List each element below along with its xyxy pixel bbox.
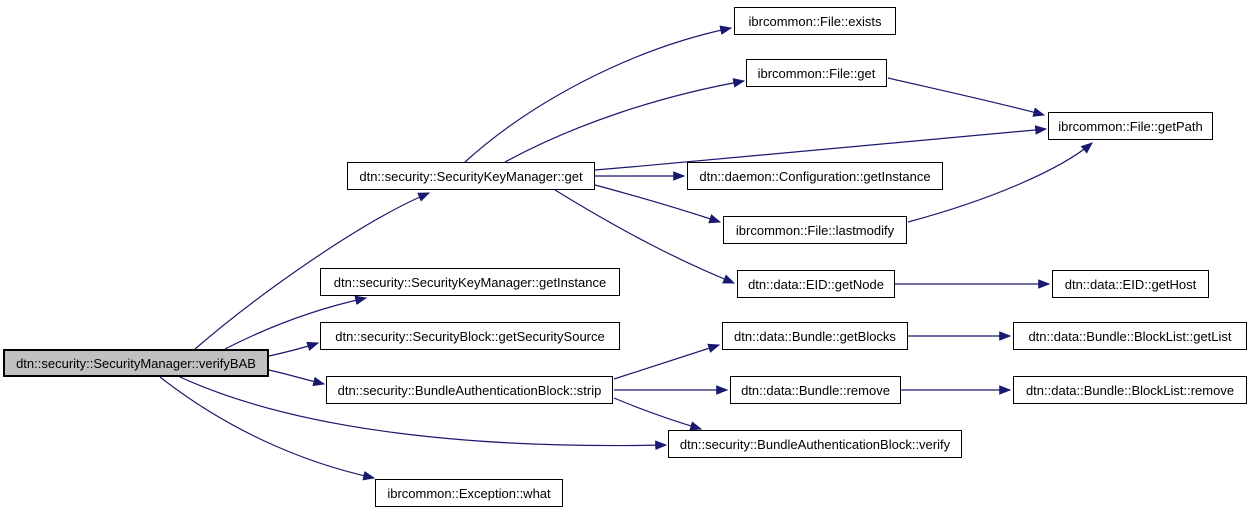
- call-edge-verifyBAB-to-skm_get: [194, 192, 431, 350]
- graph-node-skm_get[interactable]: dtn::security::SecurityKeyManager::get: [347, 162, 595, 190]
- graph-node-blocklist_remove[interactable]: dtn::data::Bundle::BlockList::remove: [1013, 376, 1247, 404]
- graph-node-bab_verify[interactable]: dtn::security::BundleAuthenticationBlock…: [668, 430, 962, 458]
- call-edge-file_get-to-file_getPath: [887, 77, 1046, 117]
- call-edge-bab_strip-to-bundle_getBlocks: [613, 343, 721, 380]
- graph-node-blocklist_getList[interactable]: dtn::data::Bundle::BlockList::getList: [1013, 322, 1247, 350]
- call-edge-skm_get-to-eid_getNode: [554, 189, 736, 284]
- call-edge-verifyBAB-to-bab_verify: [179, 376, 668, 451]
- call-edge-verifyBAB-to-exception_what: [159, 376, 376, 481]
- graph-node-verifyBAB: dtn::security::SecurityManager::verifyBA…: [3, 349, 269, 377]
- graph-node-sb_getSecuritySource[interactable]: dtn::security::SecurityBlock::getSecurit…: [320, 322, 620, 350]
- graph-node-file_get[interactable]: ibrcommon::File::get: [746, 59, 887, 87]
- call-edge-skm_get-to-file_get: [504, 78, 746, 163]
- graph-node-bundle_getBlocks[interactable]: dtn::data::Bundle::getBlocks: [722, 322, 908, 350]
- graph-node-bab_strip[interactable]: dtn::security::BundleAuthenticationBlock…: [326, 376, 613, 404]
- graph-node-file_exists[interactable]: ibrcommon::File::exists: [734, 7, 896, 35]
- graph-node-eid_getNode[interactable]: dtn::data::EID::getNode: [737, 270, 895, 298]
- graph-node-file_getPath[interactable]: ibrcommon::File::getPath: [1048, 112, 1213, 140]
- call-edge-verifyBAB-to-skm_getInstance: [224, 295, 368, 350]
- graph-node-eid_getHost[interactable]: dtn::data::EID::getHost: [1052, 270, 1209, 298]
- call-edge-bab_strip-to-bab_verify: [613, 397, 703, 431]
- edge-group: [159, 25, 1093, 481]
- graph-node-file_lastmodify[interactable]: ibrcommon::File::lastmodify: [723, 216, 907, 244]
- graph-node-skm_getInstance[interactable]: dtn::security::SecurityKeyManager::getIn…: [320, 268, 620, 296]
- call-edge-skm_get-to-file_exists: [464, 25, 733, 163]
- call-edge-skm_get-to-file_lastmodify: [594, 184, 722, 224]
- graph-node-bundle_remove[interactable]: dtn::data::Bundle::remove: [730, 376, 901, 404]
- call-edge-file_lastmodify-to-file_getPath: [907, 142, 1093, 223]
- call-edge-skm_get-to-file_getPath: [594, 125, 1048, 171]
- graph-node-exception_what[interactable]: ibrcommon::Exception::what: [375, 479, 563, 507]
- call-edge-verifyBAB-to-bab_strip: [268, 369, 326, 387]
- call-edge-verifyBAB-to-sb_getSecuritySource: [268, 341, 320, 357]
- graph-node-config_getInstance[interactable]: dtn::daemon::Configuration::getInstance: [687, 162, 943, 190]
